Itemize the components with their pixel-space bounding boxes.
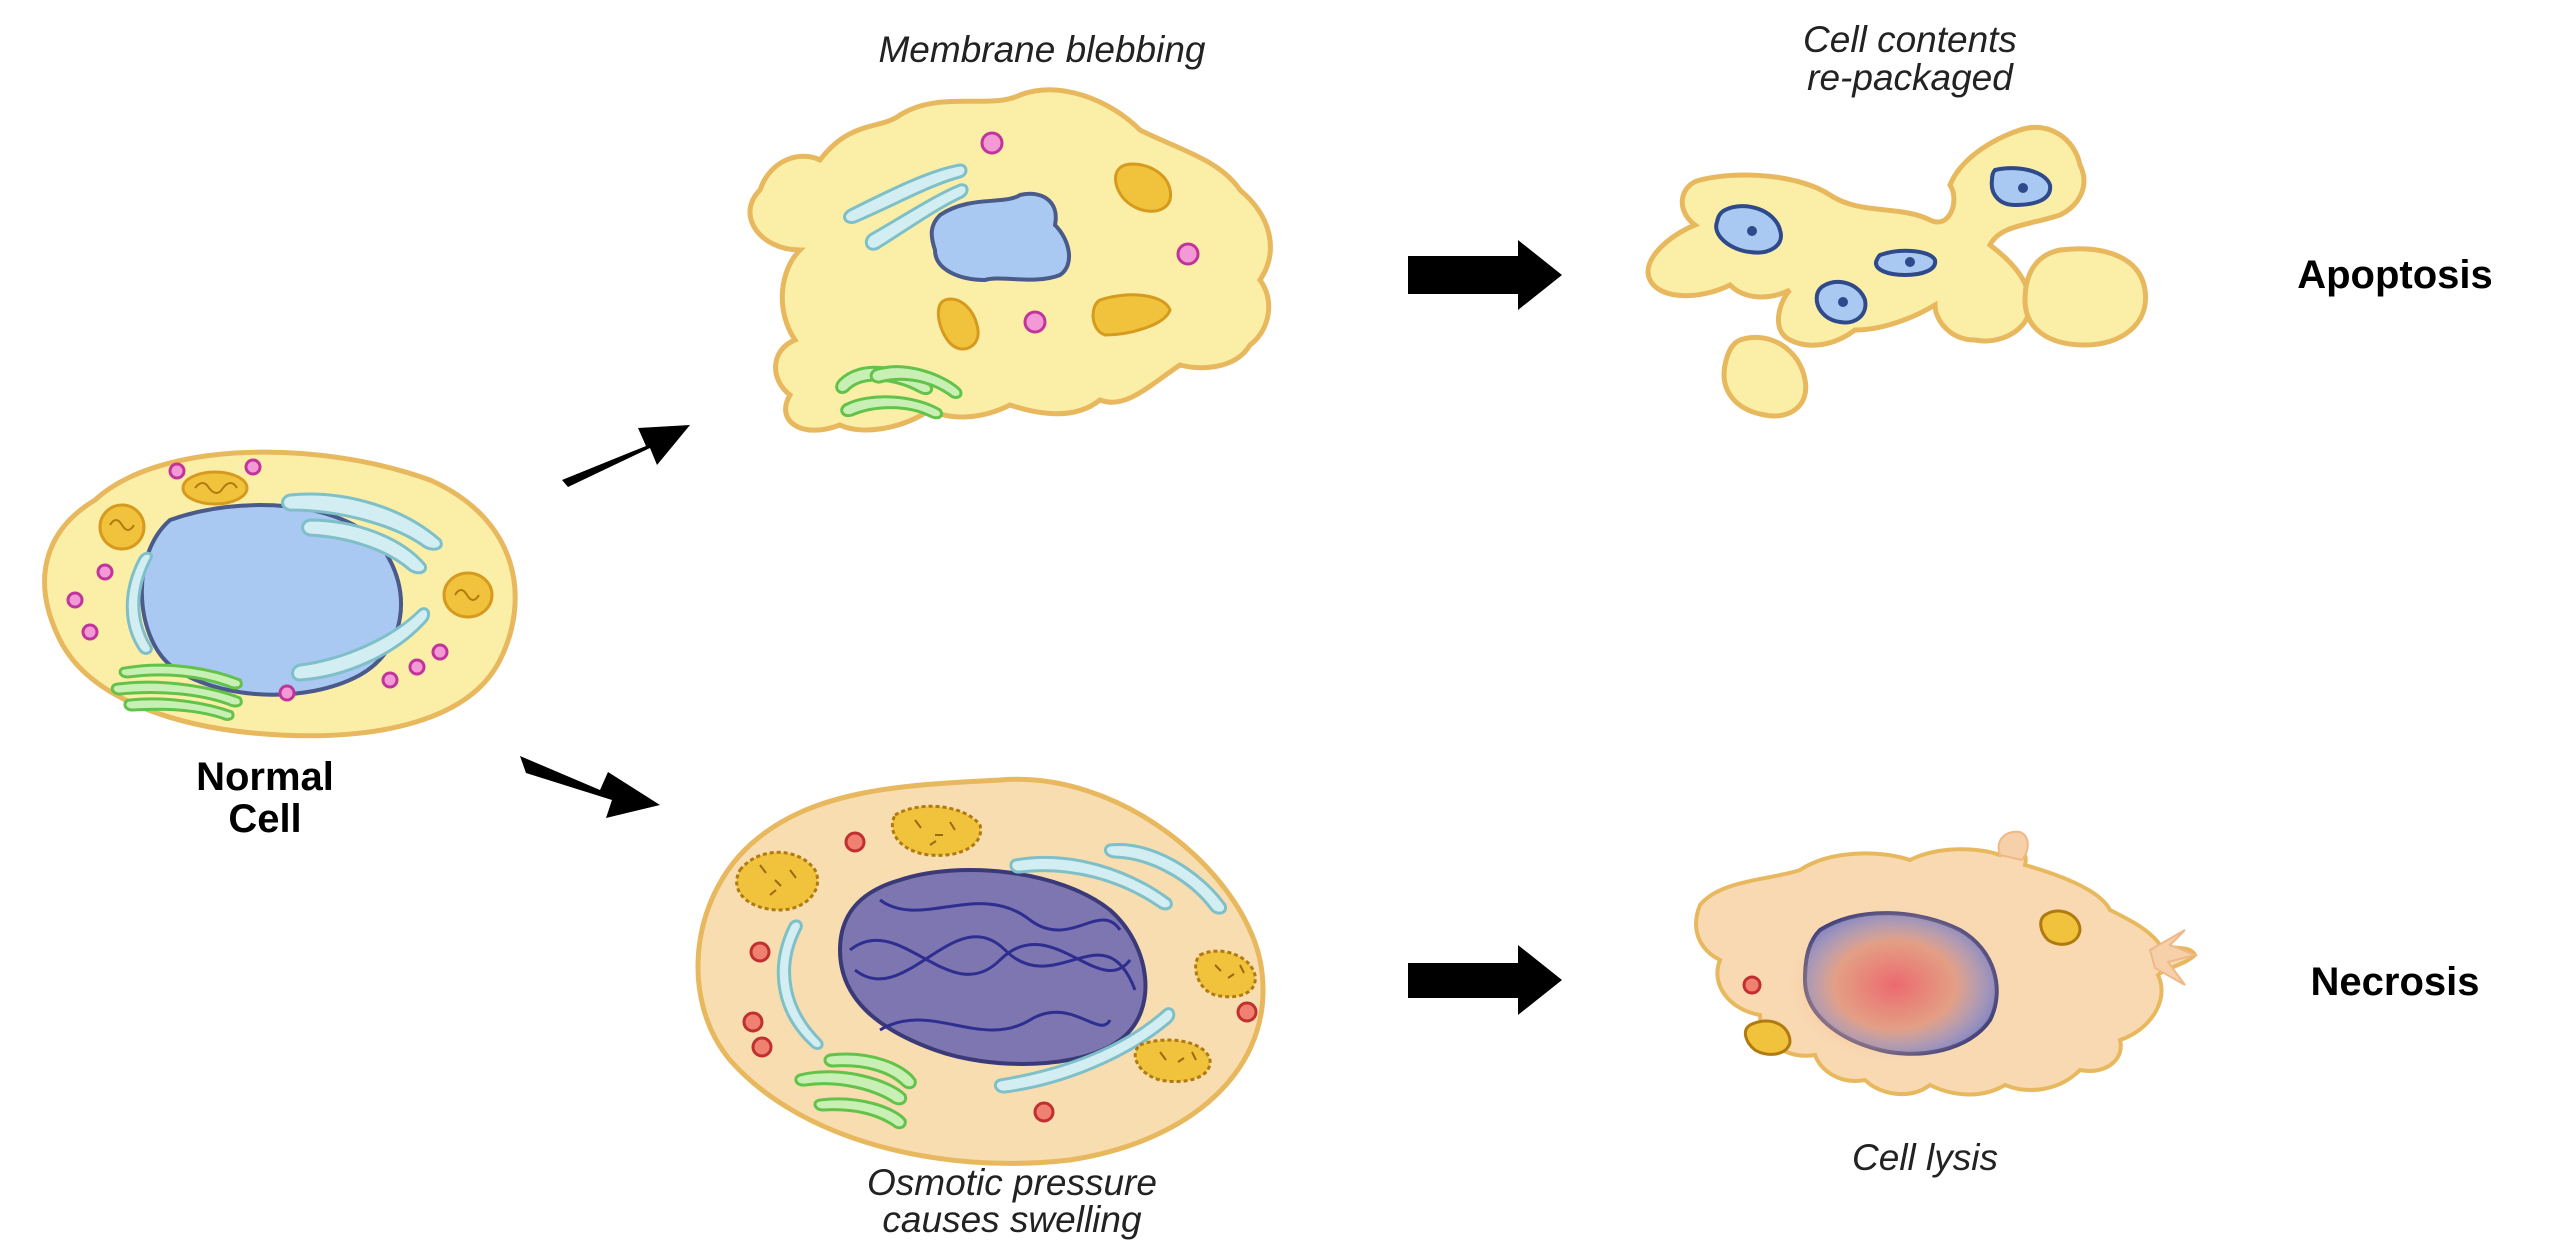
blebbing-cell-mitochondrion <box>936 297 980 351</box>
arrows <box>520 240 1562 1015</box>
blebbing-cell-er <box>864 183 969 251</box>
normal-cell-mitochondrion-cristae <box>109 519 135 531</box>
normal-cell-golgi <box>110 663 243 721</box>
label-cell-contents-line2: re-packaged <box>1807 57 2014 98</box>
label-cell-lysis: Cell lysis <box>1852 1137 1998 1178</box>
swollen-cell-er <box>1103 842 1228 915</box>
swollen-cell-mitochondria-cristae <box>759 819 1245 1063</box>
swollen-cell-mitochondria <box>735 804 1257 1084</box>
normal-cell-mitochondrion <box>98 503 146 551</box>
swollen-cell <box>695 776 1266 1166</box>
swollen-cell-er <box>1009 855 1173 911</box>
lysed-cell-protrusion <box>1997 830 2029 862</box>
normal-cell-mitochondrion <box>181 470 249 506</box>
arrow-blebbing-to-apoptotic <box>1408 240 1562 310</box>
apoptotic-bodies <box>1645 124 2149 419</box>
blebbing-cell-golgi <box>835 365 963 420</box>
blebbing-cell-nucleus <box>929 191 1072 283</box>
swollen-cell-er <box>776 919 824 1050</box>
apoptotic-body <box>2022 246 2149 348</box>
normal-cell-er <box>281 492 443 551</box>
normal-cell-mitochondrion-cristae <box>454 589 480 601</box>
normal-cell-er <box>291 607 431 682</box>
blebbing-cell-mitochondrion <box>1114 162 1172 213</box>
apoptotic-body <box>1645 124 2087 348</box>
label-cell-contents-line1: Cell contents <box>1803 19 2017 60</box>
label-apoptosis: Apoptosis <box>2297 253 2493 297</box>
normal-cell-vesicles <box>66 458 449 702</box>
blebbing-cell-vesicles <box>980 131 1200 334</box>
normal-cell-er <box>125 551 153 655</box>
lysed-cell-inflammation <box>1785 905 2005 1065</box>
swollen-cell-vesicles <box>742 831 1258 1123</box>
label-normal-cell-line1: Normal <box>196 755 334 799</box>
blebbing-cell <box>747 87 1273 433</box>
lysed-cell-vesicle <box>1742 975 1762 995</box>
swollen-cell-chromatin <box>849 898 1137 1032</box>
lysed-cell-mitochondrion <box>1743 1019 1792 1056</box>
normal-cell-er <box>301 518 428 575</box>
blebbing-cell-mitochondrion <box>1091 293 1172 337</box>
label-membrane-blebbing: Membrane blebbing <box>878 29 1205 70</box>
swollen-cell-er <box>993 1007 1176 1094</box>
lysed-cell-protrusion <box>2148 929 2199 986</box>
label-osmotic-line1: Osmotic pressure <box>867 1162 1157 1203</box>
swollen-cell-golgi <box>794 1052 917 1130</box>
blebbing-cell-er <box>843 163 968 225</box>
apoptotic-nucleoli <box>1747 183 2028 307</box>
label-necrosis: Necrosis <box>2311 960 2480 1004</box>
arrow-normal-to-swollen <box>520 756 660 818</box>
label-normal-cell-line2: Cell <box>228 797 301 841</box>
normal-cell <box>42 449 518 739</box>
lysed-cell <box>1694 830 2199 1097</box>
arrow-normal-to-blebbing <box>562 425 690 487</box>
lysed-cell-mitochondrion <box>2039 909 2082 946</box>
normal-cell-mitochondrion-cristae <box>194 482 238 494</box>
label-osmotic-line2: causes swelling <box>882 1199 1142 1240</box>
arrow-swollen-to-lysed <box>1408 945 1562 1015</box>
apoptotic-body <box>1721 334 1809 419</box>
